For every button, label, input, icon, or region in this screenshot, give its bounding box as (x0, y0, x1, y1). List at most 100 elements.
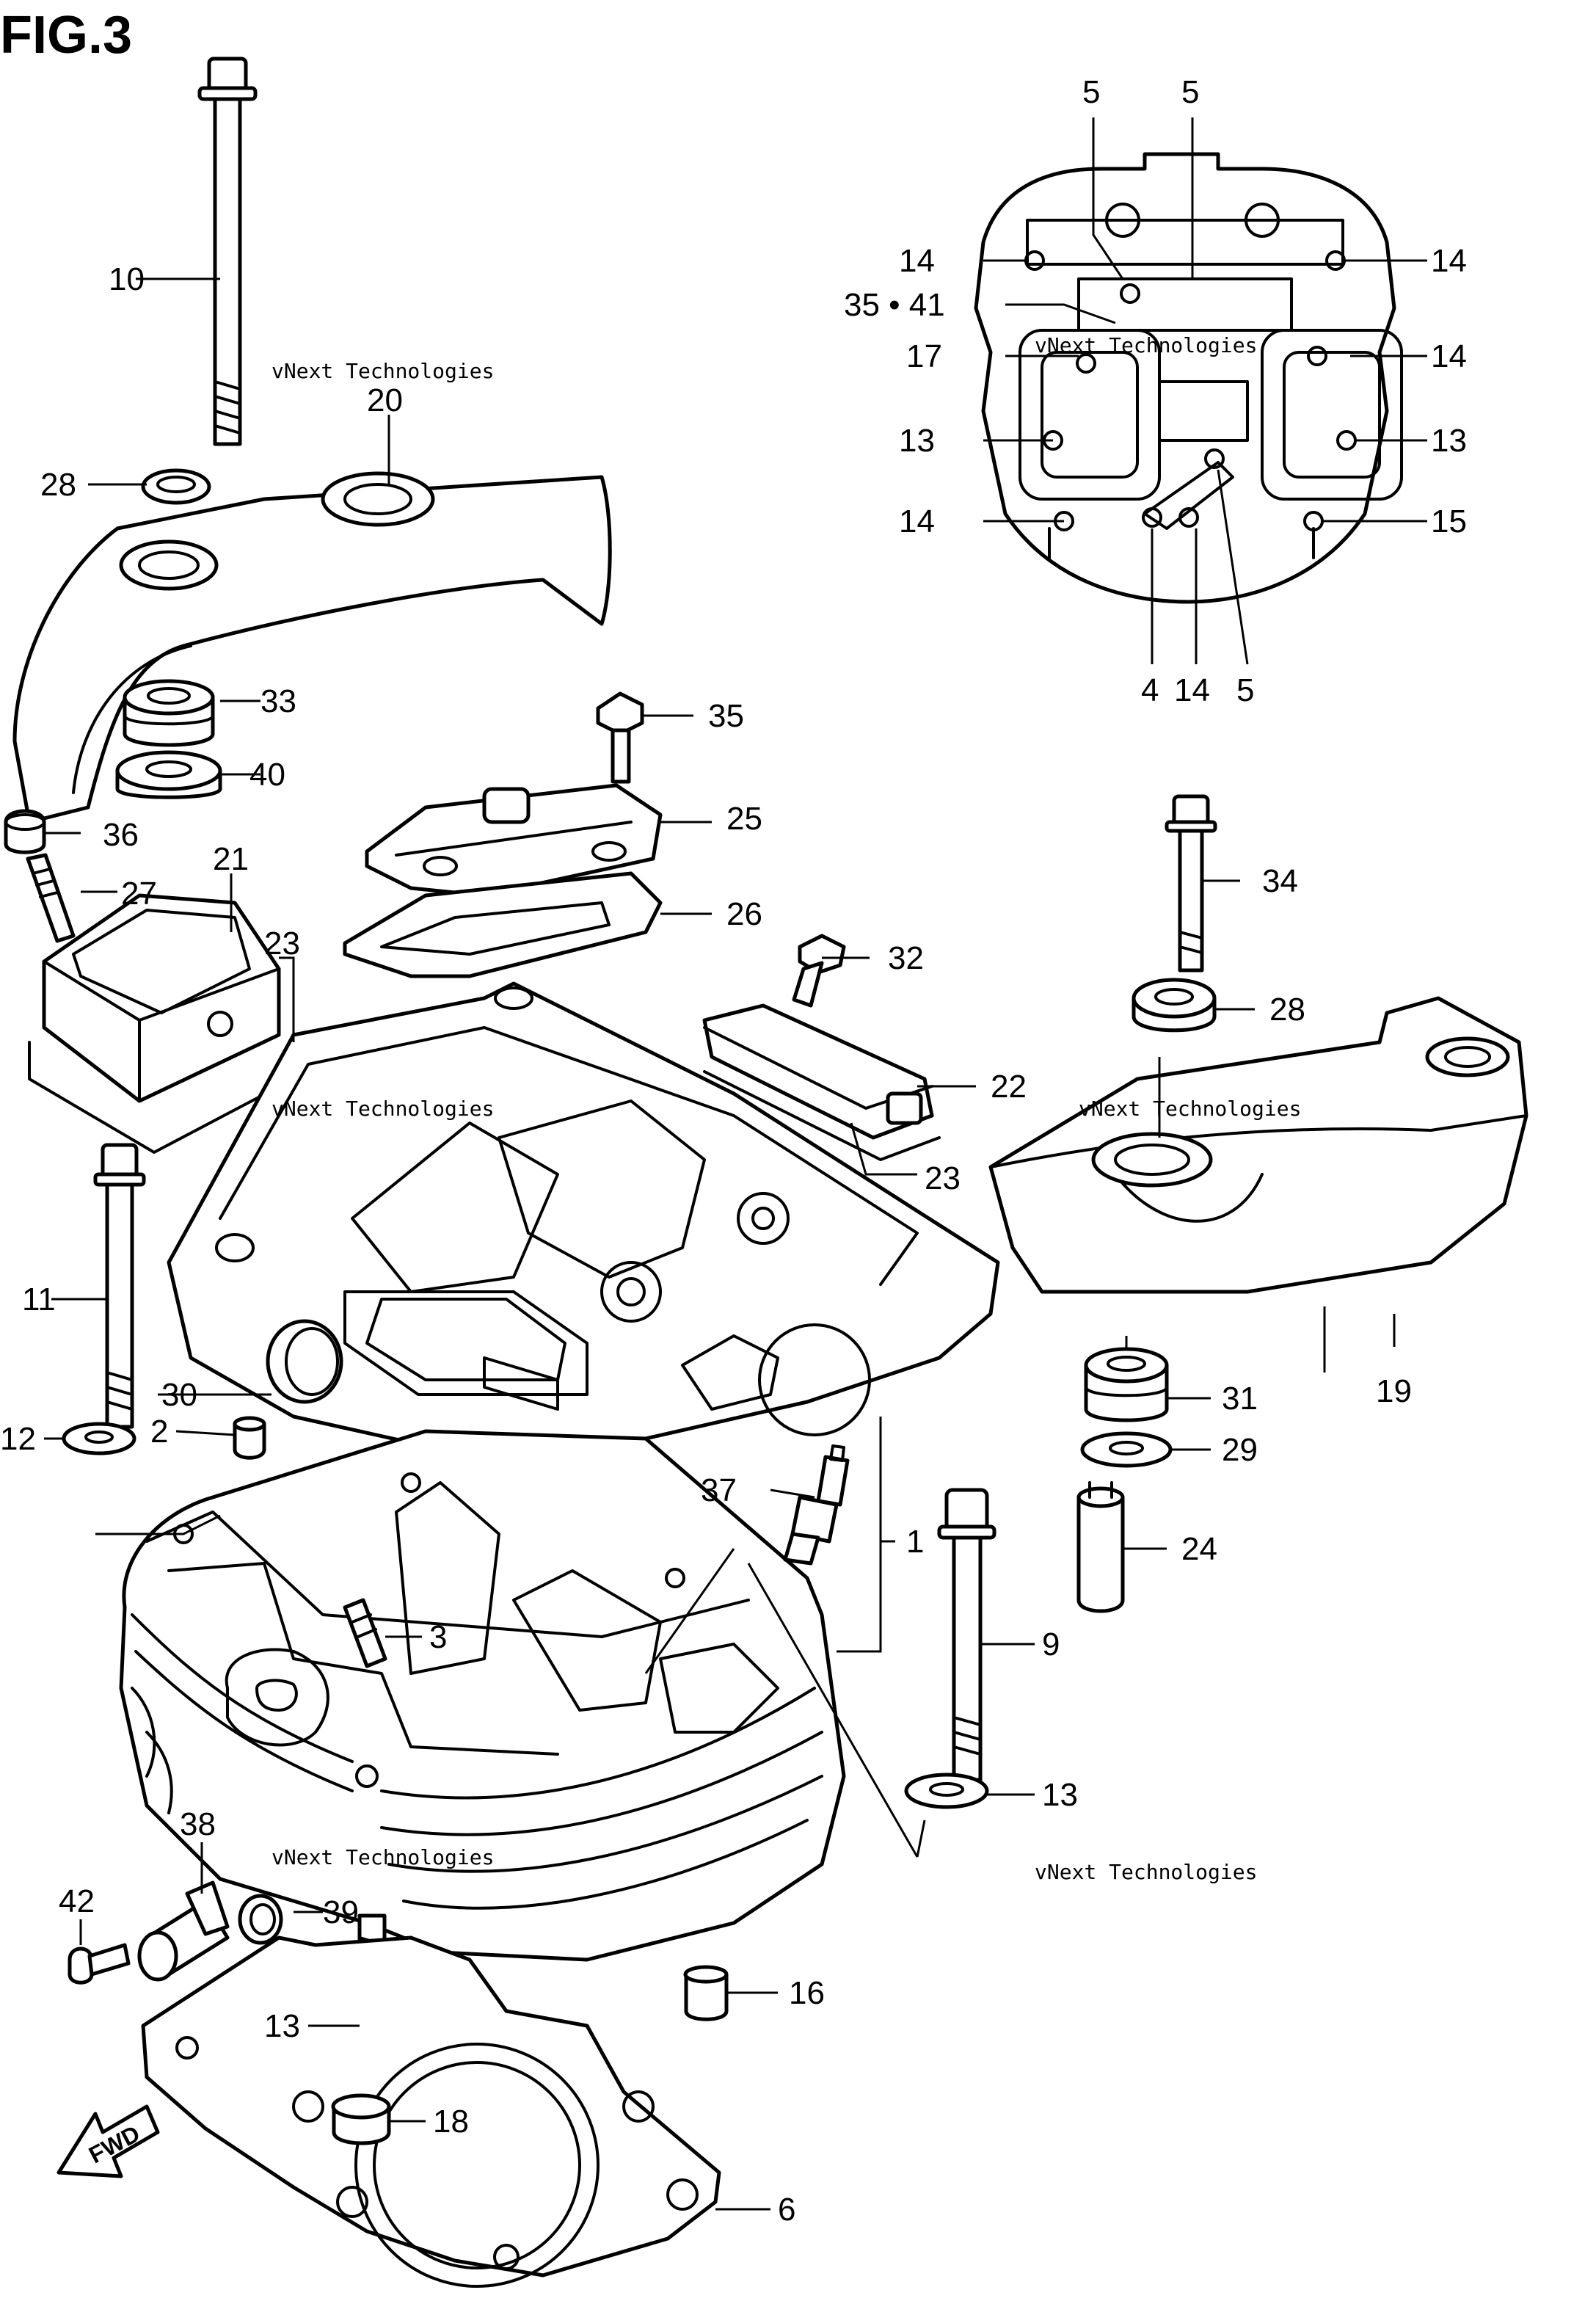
callout-8: 11 (22, 1282, 56, 1317)
part-38-sensor (137, 1880, 230, 1982)
watermarks: vNext Technologies vNext Technologies vN… (272, 333, 1301, 1884)
part-2-dowel (233, 1416, 266, 1460)
callout-13-b: 13 (1431, 423, 1467, 459)
part-31-damper (1084, 1347, 1169, 1422)
callout-3: 3 (429, 1619, 447, 1655)
callout-33: 32 (888, 940, 924, 976)
callout-22: 22 (991, 1069, 1027, 1105)
callout-10: 12 (0, 1421, 36, 1457)
callout-14-a: 14 (899, 243, 935, 279)
callout-16: 16 (789, 1975, 825, 2011)
part-19-cover (988, 996, 1528, 1294)
inset-head-cover-view (974, 152, 1403, 604)
callout-9: 9 (1042, 1626, 1060, 1662)
svg-text:vNext Technologies: vNext Technologies (1079, 1097, 1301, 1121)
callout-38: 38 (180, 1806, 216, 1842)
callout-30: 30 (161, 1377, 197, 1413)
callout-4: 4 (1141, 672, 1159, 708)
part-11-washer (904, 1773, 989, 1809)
callout-19: 19 (1376, 1373, 1412, 1409)
part-39-o-ring (238, 1894, 283, 1945)
callout-5-a: 5 (1082, 74, 1100, 110)
watermark-2: vNext Technologies (1035, 333, 1257, 357)
part-34-bolt (1165, 794, 1217, 973)
part-7-bolt (197, 57, 258, 446)
part-25-cover (365, 783, 663, 898)
part-35-bolt (596, 691, 644, 784)
callout-18: 18 (433, 2104, 469, 2140)
callout-39: 39 (323, 1894, 359, 1930)
part-6-head-gasket (141, 1935, 721, 2288)
watermark-6: vNext Technologies (1035, 1860, 1257, 1884)
part-37-spark-plug (783, 1444, 850, 1566)
callout-28-left: 28 (40, 467, 76, 503)
part-16-dowel (683, 1965, 729, 2021)
part-36-cap (4, 809, 46, 854)
part-40-collar (115, 750, 222, 799)
figure-title: FIG.3 (0, 6, 132, 65)
part-33-bolt (792, 934, 846, 1008)
callout-24: 24 (1181, 1531, 1217, 1567)
svg-text:vNext Technologies: vNext Technologies (1035, 1860, 1257, 1884)
part-22-cover (702, 1003, 941, 1161)
callout-20: 20 (367, 382, 403, 418)
callout-21: 21 (213, 841, 249, 877)
callout-35: 35 (708, 698, 744, 734)
part-28-grommet-right (1132, 978, 1217, 1033)
callout-32: 33 (260, 683, 296, 719)
svg-text:vNext Technologies: vNext Technologies (272, 359, 494, 383)
callout-25: 25 (726, 801, 762, 837)
callout-26: 26 (726, 896, 762, 932)
callout-5-b: 5 (1181, 74, 1199, 110)
watermark-1: vNext Technologies (272, 359, 494, 383)
part-29-washer (1080, 1431, 1173, 1468)
callout-7: 10 (109, 261, 145, 297)
callout-14-b: 14 (1431, 243, 1467, 279)
fwd-arrow-icon: FWD (57, 2104, 160, 2178)
part-1-cylinder-head (119, 981, 1000, 1962)
callout-13-a: 13 (899, 423, 935, 459)
part-26-gasket (343, 871, 663, 978)
callout-14-d: 14 (899, 504, 935, 539)
callout-14-e: 14 (1174, 672, 1210, 708)
part-32-damper (123, 679, 215, 747)
part-30-plug (266, 1319, 343, 1404)
part-8-bolt (93, 1143, 146, 1429)
callout-35-41: 35 • 41 (844, 287, 945, 323)
callout-37: 37 (701, 1472, 737, 1508)
callout-23-right: 23 (925, 1160, 961, 1196)
callout-5-c: 5 (1236, 672, 1254, 708)
part-42-bolt (68, 1943, 131, 1985)
watermark-4: vNext Technologies (1079, 1097, 1301, 1121)
callout-12: 13 (264, 2008, 300, 2044)
part-24-sleeve (1076, 1481, 1125, 1613)
callout-15: 15 (1431, 504, 1467, 539)
callout-40: 40 (249, 757, 285, 793)
callout-17: 17 (906, 338, 942, 374)
svg-text:vNext Technologies: vNext Technologies (272, 1097, 494, 1121)
svg-text:vNext Technologies: vNext Technologies (1035, 333, 1257, 357)
callout-2: 2 (150, 1414, 168, 1450)
callout-1: 1 (906, 1524, 924, 1560)
svg-text:vNext Technologies: vNext Technologies (272, 1845, 494, 1869)
leader-lines (44, 117, 1427, 2211)
callout-labels: 10 20 28 33 40 36 27 21 23 35 25 26 32 2… (0, 74, 1467, 2228)
part-10-washer (62, 1422, 136, 1455)
callout-29: 29 (1222, 1432, 1258, 1468)
callout-36: 36 (103, 817, 139, 853)
callout-28-right: 28 (1269, 992, 1305, 1028)
watermark-3: vNext Technologies (272, 1097, 494, 1121)
part-3-stud (343, 1598, 387, 1668)
callout-11: 13 (1042, 1777, 1078, 1813)
callout-6: 6 (778, 2192, 795, 2228)
part-18-dowel (331, 2093, 391, 2145)
callout-31: 31 (1222, 1381, 1258, 1417)
part-20-cover (12, 471, 612, 824)
part-28-grommet-left (141, 468, 211, 505)
callout-34: 34 (1262, 863, 1298, 899)
callout-27: 27 (121, 876, 157, 912)
callout-14-c: 14 (1431, 338, 1467, 374)
callout-42: 42 (59, 1883, 95, 1919)
part-27-stud (26, 853, 76, 943)
